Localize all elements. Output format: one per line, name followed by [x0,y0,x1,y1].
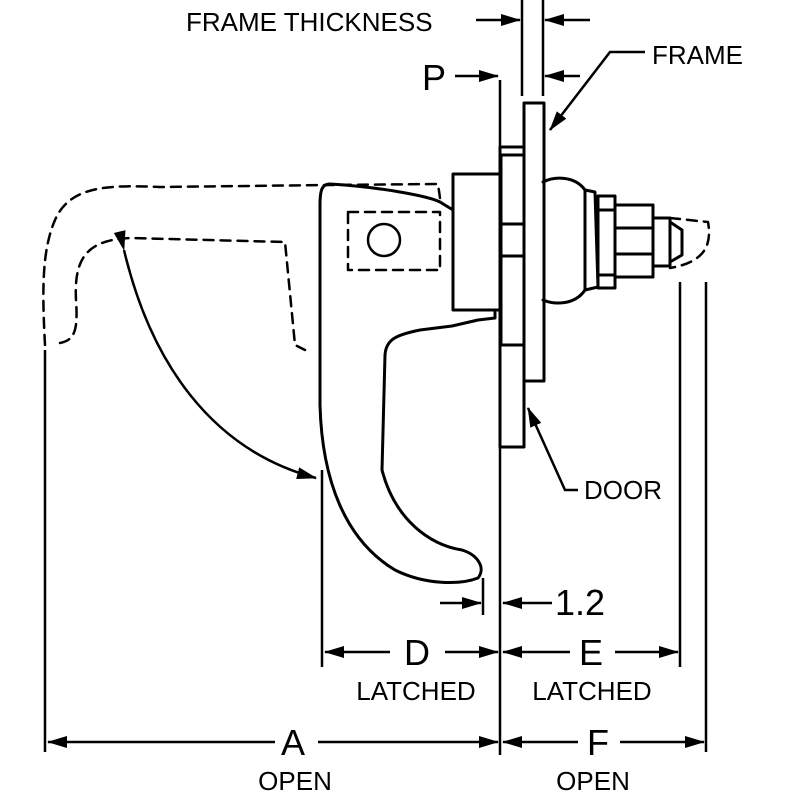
frame-label: FRAME [652,40,743,70]
door-label: DOOR [584,475,662,505]
swing-arc-arrow [113,230,317,480]
dim-1-2-label: 1.2 [555,582,605,623]
e-label: E [579,632,603,673]
a-label: A [281,722,305,763]
d-state-label: LATCHED [356,676,475,706]
e-state-label: LATCHED [532,676,651,706]
d-label: D [404,632,430,673]
dimension-arrows [47,13,705,748]
p-label: P [422,57,446,98]
extension-lines [43,0,708,755]
latched-handle [318,182,497,585]
latch-body [451,153,684,347]
frame-thickness-label: FRAME THICKNESS [186,7,433,37]
f-state-label: OPEN [556,766,630,796]
a-state-label: OPEN [258,766,332,796]
frame-plate [522,101,546,383]
door-plate [498,145,526,449]
f-label: F [587,722,609,763]
